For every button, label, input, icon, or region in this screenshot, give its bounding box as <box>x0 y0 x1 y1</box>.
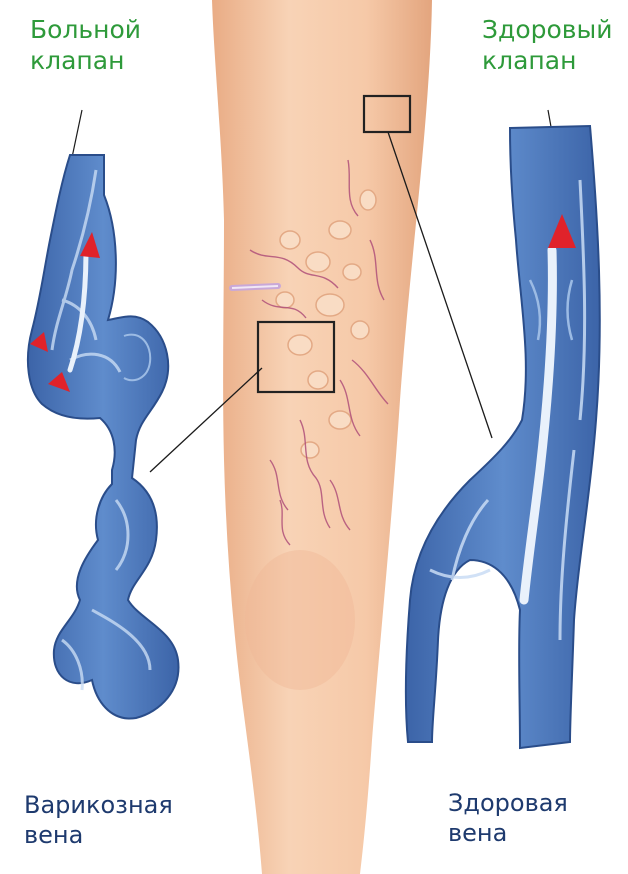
label-diseased-valve-line-1: Больной <box>30 14 141 45</box>
healthy-vein-illustration <box>406 126 600 748</box>
knee-shading <box>245 550 355 690</box>
injection-needle <box>232 286 278 288</box>
label-varicose-vein-line-2: вена <box>24 820 173 850</box>
label-diseased-valve-line-2: клапан <box>30 45 141 76</box>
label-diseased-valve: Больной клапан <box>30 14 141 77</box>
label-healthy-valve: Здоровый клапан <box>482 14 613 77</box>
label-healthy-valve-line-1: Здоровый <box>482 14 613 45</box>
label-healthy-vein-line-2: вена <box>448 818 568 848</box>
label-healthy-vein-line-1: Здоровая <box>448 788 568 818</box>
label-varicose-vein: Варикозная вена <box>24 790 173 850</box>
varicose-vein-illustration <box>28 155 179 718</box>
label-healthy-vein: Здоровая вена <box>448 788 568 848</box>
label-healthy-valve-line-2: клапан <box>482 45 613 76</box>
label-varicose-vein-line-1: Варикозная <box>24 790 173 820</box>
